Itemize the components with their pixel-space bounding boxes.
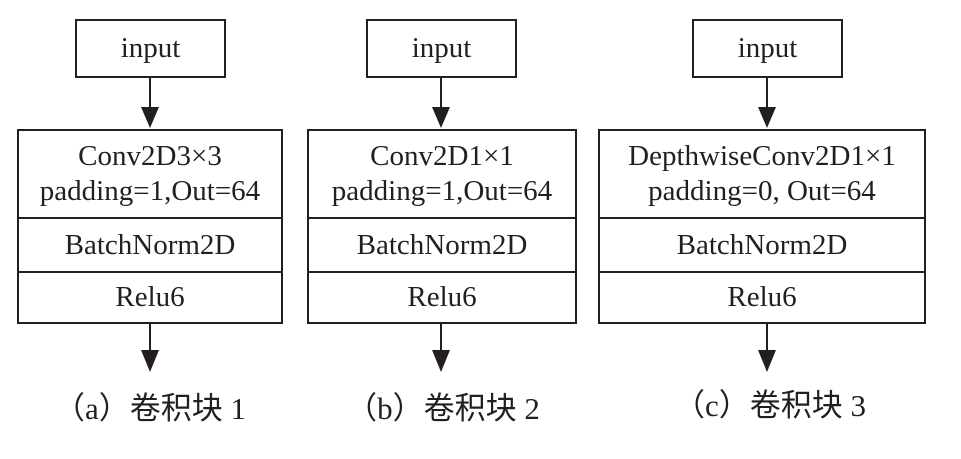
arrowhead-block-c-output xyxy=(758,350,776,372)
relu-layer-a: Relu6 xyxy=(19,271,281,322)
arrowhead-input-to-block-a xyxy=(141,107,159,128)
batchnorm-label-c: BatchNorm2D xyxy=(676,228,848,261)
conv-kernel-label-a: Conv2D3×3 xyxy=(78,139,222,172)
batchnorm-label-a: BatchNorm2D xyxy=(64,228,236,261)
conv-layer-a: Conv2D3×3 padding=1,Out=64 xyxy=(19,131,281,217)
arrowhead-block-a-output xyxy=(141,350,159,372)
conv-layer-b: Conv2D1×1 padding=1,Out=64 xyxy=(309,131,575,217)
input-box-b: input xyxy=(366,19,517,78)
conv-kernel-label-b: Conv2D1×1 xyxy=(370,139,514,172)
conv-params-label-b: padding=1,Out=64 xyxy=(331,175,553,207)
conv-block-b: Conv2D1×1 padding=1,Out=64 BatchNorm2D R… xyxy=(307,129,577,324)
relu-label-c: Relu6 xyxy=(727,281,797,313)
input-label-c: input xyxy=(737,32,798,64)
caption-b-text: （b）卷积块 2 xyxy=(346,391,540,426)
input-box-c: input xyxy=(692,19,843,78)
relu-label-b: Relu6 xyxy=(407,281,477,313)
arrowhead-input-to-block-c xyxy=(758,107,776,128)
batchnorm-label-b: BatchNorm2D xyxy=(356,228,528,261)
caption-c: （c）卷积块 3 xyxy=(674,390,866,421)
input-box-a: input xyxy=(75,19,226,78)
arrowhead-input-to-block-b xyxy=(432,107,450,128)
caption-c-text: （c）卷积块 3 xyxy=(673,388,867,423)
batchnorm-layer-b: BatchNorm2D xyxy=(309,217,575,271)
conv-layer-c: DepthwiseConv2D1×1 padding=0, Out=64 xyxy=(600,131,924,217)
caption-b: （b）卷积块 2 xyxy=(346,393,540,424)
relu-label-a: Relu6 xyxy=(115,281,185,313)
arrowhead-block-b-output xyxy=(432,350,450,372)
conv-block-a: Conv2D3×3 padding=1,Out=64 BatchNorm2D R… xyxy=(17,129,283,324)
caption-a-text: （a）卷积块 1 xyxy=(53,391,247,426)
input-label-a: input xyxy=(120,32,181,64)
conv-params-label-c: padding=0, Out=64 xyxy=(648,175,876,207)
conv-kernel-label-c: DepthwiseConv2D1×1 xyxy=(628,139,896,172)
conv-block-c: DepthwiseConv2D1×1 padding=0, Out=64 Bat… xyxy=(598,129,926,324)
conv-params-label-a: padding=1,Out=64 xyxy=(39,175,261,207)
relu-layer-b: Relu6 xyxy=(309,271,575,322)
input-label-b: input xyxy=(411,32,472,64)
batchnorm-layer-c: BatchNorm2D xyxy=(600,217,924,271)
caption-a: （a）卷积块 1 xyxy=(54,393,246,424)
batchnorm-layer-a: BatchNorm2D xyxy=(19,217,281,271)
relu-layer-c: Relu6 xyxy=(600,271,924,322)
